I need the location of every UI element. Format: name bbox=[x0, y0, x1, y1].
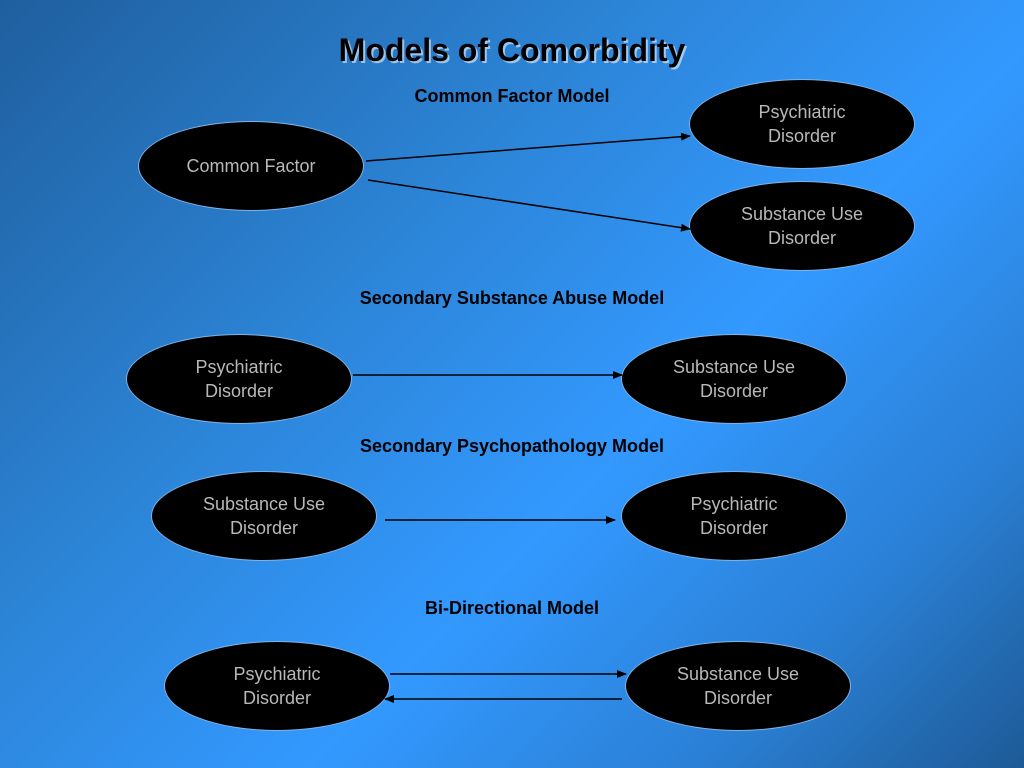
node-label: Common Factor bbox=[186, 156, 316, 176]
substance-use-disorder-node: Substance Use Disorder bbox=[151, 471, 377, 561]
arrow-common-to-psychiatric bbox=[365, 132, 691, 162]
common-factor-node: Common Factor bbox=[138, 121, 364, 211]
substance-use-disorder-node: Substance Use Disorder bbox=[621, 334, 847, 424]
substance-use-disorder-node: Substance Use Disorder bbox=[625, 641, 851, 731]
node-label: Substance Use Disorder bbox=[672, 357, 796, 401]
node-label: Psychiatric Disorder bbox=[690, 494, 778, 538]
node-label: Substance Use Disorder bbox=[676, 664, 800, 708]
node-label: Substance Use Disorder bbox=[202, 494, 326, 538]
substance-use-disorder-node: Substance Use Disorder bbox=[689, 181, 915, 271]
bi-directional-model-heading: Bi-Directional Model bbox=[424, 598, 599, 618]
psychiatric-disorder-node: Psychiatric Disorder bbox=[621, 471, 847, 561]
slide-title: Models of Comorbidity bbox=[338, 32, 686, 68]
node-label: Substance Use Disorder bbox=[740, 204, 864, 248]
secondary-substance-abuse-model-heading: Secondary Substance Abuse Model bbox=[359, 288, 665, 308]
psychiatric-disorder-node: Psychiatric Disorder bbox=[689, 79, 915, 169]
secondary-psychopathology-model-heading: Secondary Psychopathology Model bbox=[359, 436, 665, 456]
node-label: Psychiatric Disorder bbox=[195, 357, 283, 401]
common-factor-model-heading: Common Factor Model bbox=[414, 86, 610, 106]
arrow-common-to-substance bbox=[367, 179, 691, 232]
node-label: Psychiatric Disorder bbox=[758, 102, 846, 146]
node-label: Psychiatric Disorder bbox=[233, 664, 321, 708]
psychiatric-disorder-node: Psychiatric Disorder bbox=[126, 334, 352, 424]
psychiatric-disorder-node: Psychiatric Disorder bbox=[164, 641, 390, 731]
